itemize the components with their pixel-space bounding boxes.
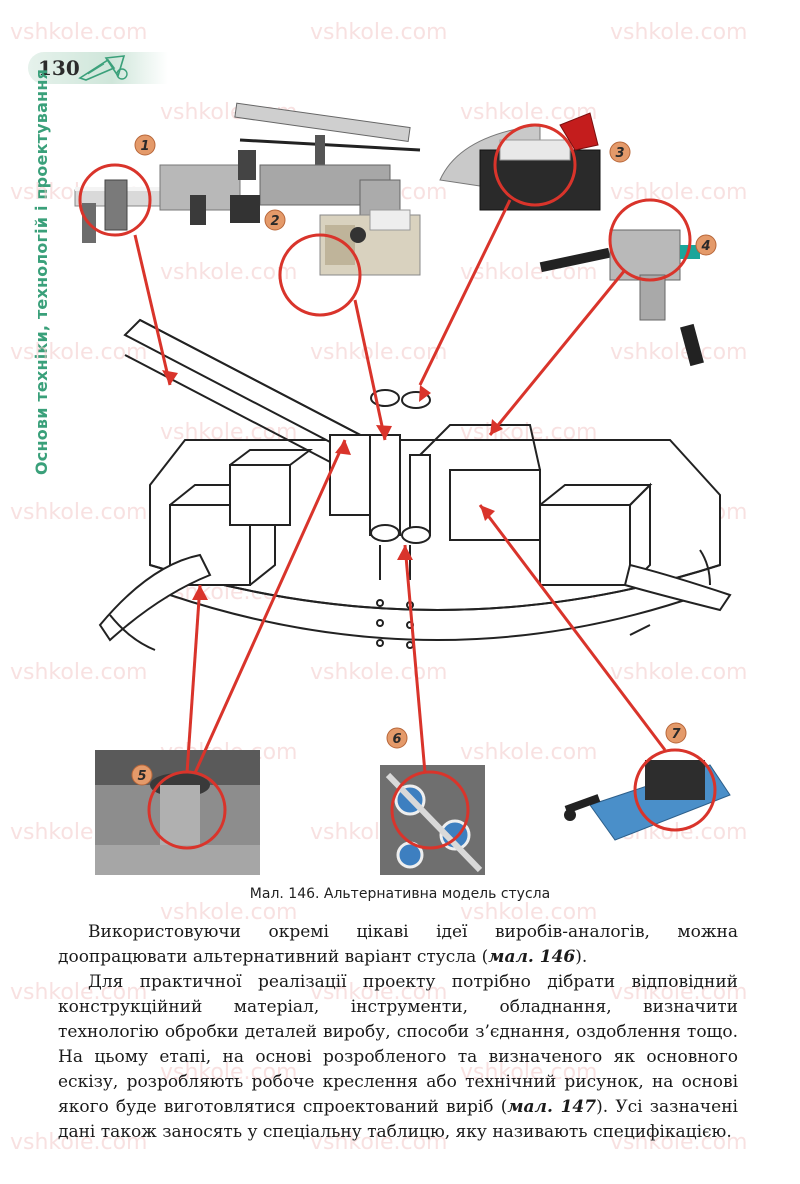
photo-5-screw-clamp <box>95 750 260 875</box>
photo-4-corner-clamp <box>539 229 704 367</box>
watermark-text: vshkole.com <box>610 20 748 45</box>
callout-badge-1: 1 <box>134 134 156 156</box>
svg-text:6: 6 <box>392 732 401 747</box>
callout-badge-7: 7 <box>665 722 687 744</box>
watermark-text: vshkole.com <box>10 20 148 45</box>
svg-text:4: 4 <box>700 239 710 254</box>
side-section-title: Основи техніки, технологій і проектуванн… <box>32 68 51 475</box>
figure-reference-147: мал. 147 <box>507 1097 597 1117</box>
callout-badge-2: 2 <box>264 209 286 231</box>
photo-3-plastic-miter-box <box>439 112 601 211</box>
callout-arrowheads <box>162 370 503 600</box>
page-header: 130 <box>28 52 178 84</box>
callout-badge-4: 4 <box>695 234 717 256</box>
photo-2-miter-box-saw <box>230 102 421 223</box>
photo-7-bench-vise <box>564 760 731 841</box>
svg-text:1: 1 <box>140 139 149 154</box>
figure-caption: Мал. 146. Альтернативна модель стусла <box>249 886 551 902</box>
callout-badge-5: 5 <box>131 764 153 786</box>
body-text: Використовуючи окремі цікаві ідеї виробі… <box>58 920 738 1145</box>
watermark-text: vshkole.com <box>310 20 448 45</box>
paragraph-2: Для практичної реалізації проекту потріб… <box>58 972 738 1142</box>
photo-1-rail-clamp <box>74 164 241 243</box>
svg-text:3: 3 <box>615 146 624 161</box>
paragraph-1: Використовуючи окремі цікаві ідеї виробі… <box>58 922 738 967</box>
svg-text:2: 2 <box>270 214 279 229</box>
photo-miter-box-detail <box>319 209 421 276</box>
drafting-tools-icon <box>78 55 128 81</box>
figure-reference-146: мал. 146 <box>488 947 576 967</box>
callout-badge-6: 6 <box>386 727 408 749</box>
photo-6-rollers <box>380 765 485 875</box>
svg-text:5: 5 <box>137 769 146 784</box>
callout-pointers <box>78 123 717 850</box>
callout-badge-3: 3 <box>609 141 631 163</box>
page-number: 130 <box>38 56 80 80</box>
figure-alternative-miter-box: 1 2 3 4 5 6 7 <box>74 102 732 875</box>
svg-text:7: 7 <box>671 727 681 742</box>
line-drawing-miter-clamp <box>98 318 732 651</box>
